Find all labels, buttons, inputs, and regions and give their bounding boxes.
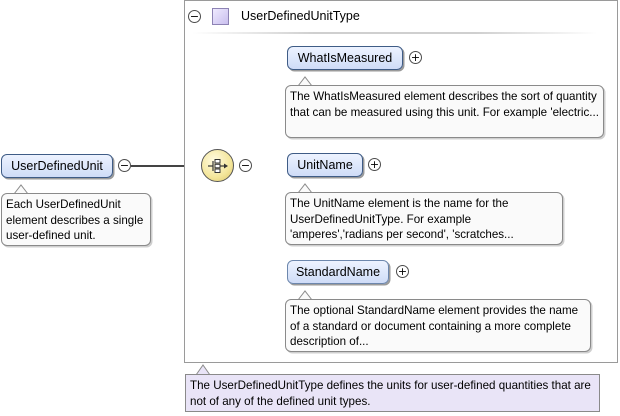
standardname-expand-button[interactable]: + [396,264,409,278]
root-collapse-button[interactable]: − [118,158,131,172]
root-element-userdefinedunit[interactable]: UserDefinedUnit [1,154,113,178]
unitname-note-tail [297,183,313,194]
sequence-compositor-icon [207,158,228,173]
type-header-divider [192,32,597,34]
sequence-collapse-button[interactable]: − [239,158,252,172]
whatismeasured-annotation: The WhatIsMeasured element describes the… [285,85,604,138]
complex-type-icon [212,8,229,25]
element-unitname[interactable]: UnitName [287,153,363,177]
element-standardname[interactable]: StandardName [287,260,389,284]
element-whatismeasured-label: WhatIsMeasured [297,51,393,65]
whatismeasured-expand-button[interactable]: + [409,50,422,64]
element-unitname-label: UnitName [297,158,353,172]
element-standardname-label: StandardName [295,265,381,279]
element-whatismeasured[interactable]: WhatIsMeasured [287,46,403,70]
type-collapse-button[interactable]: − [188,9,201,23]
root-note-tail [13,184,29,195]
sequence-compositor[interactable] [201,149,234,182]
unitname-annotation: The UnitName element is the name for the… [285,192,563,245]
root-element-label: UserDefinedUnit [11,159,103,173]
whatismeasured-note-tail [297,76,313,87]
type-annotation: The UserDefinedUnitType defines the unit… [185,374,600,412]
type-name: UserDefinedUnitType [241,9,360,23]
root-annotation: Each UserDefinedUnit element describes a… [1,193,151,246]
standardname-annotation: The optional StandardName element provid… [285,299,591,352]
type-note-tail [195,364,211,376]
standardname-note-tail [297,290,313,301]
unitname-expand-button[interactable]: + [368,157,381,171]
